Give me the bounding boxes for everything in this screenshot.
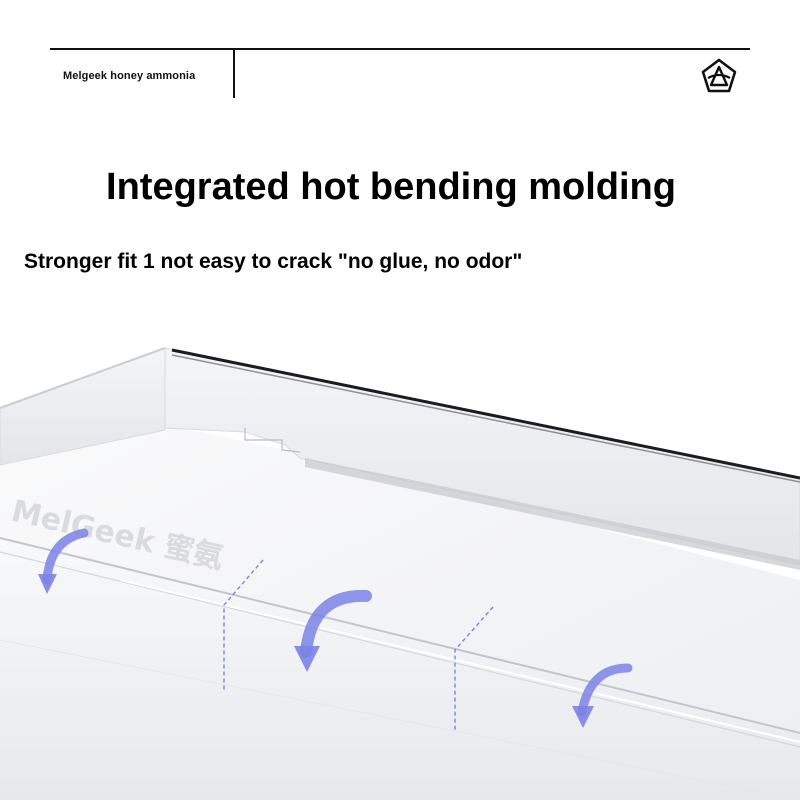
bend-line bbox=[223, 559, 264, 690]
headline: Integrated hot bending molding bbox=[106, 166, 676, 208]
bend-line bbox=[454, 606, 494, 730]
subline: Stronger fit 1 not easy to crack "no glu… bbox=[24, 250, 523, 273]
header-top-rule bbox=[50, 48, 750, 50]
header-divider bbox=[233, 48, 235, 98]
bend-arrow-icon bbox=[294, 589, 372, 672]
melgeek-logo-icon bbox=[701, 58, 737, 93]
brand-name: Melgeek honey ammonia bbox=[63, 70, 196, 82]
bend-arrow-icon bbox=[38, 528, 89, 594]
acrylic-frame-illustration: MelGeek 蜜氨 bbox=[0, 347, 800, 800]
bend-arrow-icon bbox=[572, 663, 633, 728]
